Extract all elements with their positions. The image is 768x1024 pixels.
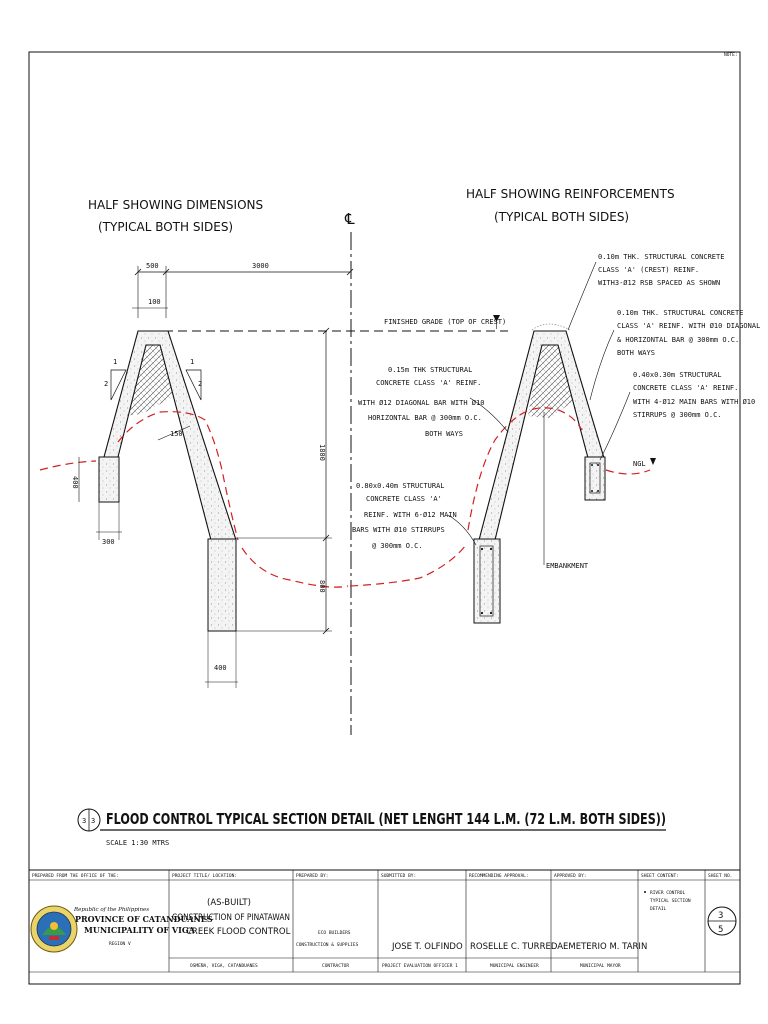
sheet-content-1: RIVER CONTROL <box>650 890 686 896</box>
office-line1: Republic of the Philippines <box>73 907 149 913</box>
svg-text:WITH Ø12 DIAGONAL BAR WITH Ø10: WITH Ø12 DIAGONAL BAR WITH Ø10 <box>358 399 484 407</box>
slope-left-v: 1 <box>113 358 117 366</box>
svg-text:& HORIZONTAL BAR @ 300mm O.C.: & HORIZONTAL BAR @ 300mm O.C. <box>617 336 739 344</box>
corner-note: NOTE: <box>724 52 738 58</box>
scale-text: SCALE 1:30 MTRS <box>106 839 169 847</box>
svg-text:CONCRETE CLASS 'A' REINF.: CONCRETE CLASS 'A' REINF. <box>376 379 481 387</box>
slope-left-h: 2 <box>104 380 108 388</box>
right-title-line1: HALF SHOWING REINFORCEMENTS <box>466 187 675 201</box>
dim-800: 800 <box>318 580 326 593</box>
office-line3: MUNICIPALITY OF VIGA <box>84 925 196 935</box>
left-half-dimensions: HALF SHOWING DIMENSIONS (TYPICAL BOTH SI… <box>39 198 508 688</box>
svg-text:CLASS 'A' REINF. WITH Ø10 DIAG: CLASS 'A' REINF. WITH Ø10 DIAGONAL <box>617 322 760 330</box>
svg-text:BOTH WAYS: BOTH WAYS <box>617 349 655 357</box>
svg-text:0.80x0.40m STRUCTURAL: 0.80x0.40m STRUCTURAL <box>356 482 445 490</box>
svg-text:0.10m THK. STRUCTURAL CONCRETE: 0.10m THK. STRUCTURAL CONCRETE <box>617 309 743 317</box>
embankment-label: EMBANKMENT <box>546 562 589 570</box>
ngl-label: NGL <box>633 460 646 468</box>
dim-footing-400: 400 <box>71 476 79 489</box>
toe-wall-right <box>473 538 501 624</box>
svg-text:CLASS 'A' (CREST) REINF.: CLASS 'A' (CREST) REINF. <box>598 266 699 274</box>
project-line3: CREEK FLOOD CONTROL <box>186 927 291 937</box>
footing-left <box>98 456 120 503</box>
toe-wall-left <box>207 538 237 632</box>
natural-ground-right <box>349 407 651 587</box>
submitted-role: PROJECT EVALUATION OFFICER 1 <box>382 963 458 969</box>
svg-text:BARS WITH Ø10 STIRRUPS: BARS WITH Ø10 STIRRUPS <box>352 526 445 534</box>
note-slope-right: 0.10m THK. STRUCTURAL CONCRETE CLASS 'A'… <box>589 309 760 401</box>
slope-right-h: 2 <box>198 380 202 388</box>
svg-text:REINF. WITH 6-Ø12 MAIN: REINF. WITH 6-Ø12 MAIN <box>364 511 457 519</box>
dim-500: 500 <box>146 262 159 270</box>
svg-text:WITH3-Ø12 RSB SPACED AS SHOWN: WITH3-Ø12 RSB SPACED AS SHOWN <box>598 279 720 287</box>
tb-h-recommending: RECOMMENDING APPROVAL: <box>469 873 529 879</box>
note-slope-left: 0.15m THK STRUCTURAL CONCRETE CLASS 'A' … <box>358 366 509 438</box>
tb-h-sheet-content: SHEET CONTENT: <box>641 873 679 879</box>
svg-text:0.10m THK. STRUCTURAL CONCRETE: 0.10m THK. STRUCTURAL CONCRETE <box>598 253 724 261</box>
slope-right-v: 1 <box>190 358 194 366</box>
tb-h-submitted-by: SUBMITTED BY: <box>381 873 416 879</box>
office-line4: REGION V <box>109 941 131 947</box>
municipal-seal-icon <box>30 905 78 953</box>
dim-3000: 3000 <box>252 262 269 270</box>
recommending-role: MUNICIPAL ENGINEER <box>490 963 539 969</box>
svg-text:HORIZONTAL BAR @ 300mm O.C.: HORIZONTAL BAR @ 300mm O.C. <box>368 414 482 422</box>
tb-h-approved: APPROVED BY: <box>554 873 587 879</box>
left-title-line1: HALF SHOWING DIMENSIONS <box>88 198 263 212</box>
note-footing-right: 0.40x0.30m STRUCTURAL CONCRETE CLASS 'A'… <box>599 371 755 461</box>
sheet-no-bottom: 5 <box>718 925 723 935</box>
prepared-line1: ECO BUILDERS <box>318 930 351 936</box>
sheet-no-top: 3 <box>718 911 723 921</box>
sheet-content-2: TYPICAL SECTION <box>650 898 691 904</box>
svg-text:@ 300mm O.C.: @ 300mm O.C. <box>372 542 423 550</box>
finished-grade-label: FINISHED GRADE (TOP OF CREST) <box>384 318 506 326</box>
footing-right <box>584 456 606 501</box>
approved-role: MUNICIPAL MAYOR <box>580 963 621 969</box>
dim-100: 100 <box>148 298 161 306</box>
note-crest: 0.10m THK. STRUCTURAL CONCRETE CLASS 'A'… <box>567 253 724 331</box>
svg-text:WITH 4-Ø12 MAIN BARS WITH Ø10: WITH 4-Ø12 MAIN BARS WITH Ø10 <box>633 398 755 406</box>
title-bubble-top: 3 <box>82 817 86 825</box>
tb-h-prepared-by: PREPARED BY: <box>296 873 329 879</box>
office-line2: PROVINCE OF CATANDUANES <box>75 914 213 924</box>
svg-text:0.15m THK STRUCTURAL: 0.15m THK STRUCTURAL <box>388 366 472 374</box>
project-location: OSMEÑA, VIGA, CATANDUANES <box>190 962 258 969</box>
tb-h-prepared-from: PREPARED FROM THE OFFICE OF THE: <box>32 873 119 879</box>
submitted-name: JOSE T. OLFINDO <box>391 942 463 952</box>
prepared-role: CONTRACTOR <box>322 963 349 969</box>
approved-name: EMETERIO M. TARIN <box>563 942 647 952</box>
right-title-line2: (TYPICAL BOTH SIDES) <box>494 210 629 224</box>
svg-text:0.40x0.30m STRUCTURAL: 0.40x0.30m STRUCTURAL <box>633 371 722 379</box>
note-toe: 0.80x0.40m STRUCTURAL CONCRETE CLASS 'A'… <box>352 482 477 550</box>
project-line2: CONSTRUCTION OF PINATAWAN <box>172 913 290 923</box>
svg-text:CONCRETE CLASS 'A': CONCRETE CLASS 'A' <box>366 495 442 503</box>
dim-toe-400: 400 <box>214 664 227 672</box>
natural-ground-left <box>39 411 349 588</box>
svg-text:STIRRUPS @ 300mm O.C.: STIRRUPS @ 300mm O.C. <box>633 411 722 419</box>
sheet-content-3: DETAIL <box>650 906 667 912</box>
left-title-line2: (TYPICAL BOTH SIDES) <box>98 220 233 234</box>
title-bubble-bottom: 3 <box>91 817 95 825</box>
dim-150: 150 <box>170 430 183 438</box>
tb-h-sheet-no: SHEET NO. <box>708 873 732 879</box>
title-block: PREPARED FROM THE OFFICE OF THE: PROJECT… <box>28 869 741 985</box>
right-half-reinforcements: HALF SHOWING REINFORCEMENTS (TYPICAL BOT… <box>349 187 760 624</box>
drawing-title: 3 3 FLOOD CONTROL TYPICAL SECTION DETAIL… <box>77 808 666 847</box>
svg-text:BOTH WAYS: BOTH WAYS <box>425 430 463 438</box>
dim-footing-300: 300 <box>102 538 115 546</box>
project-line1: (AS-BUILT) <box>207 898 251 908</box>
drawing-title-text: FLOOD CONTROL TYPICAL SECTION DETAIL (NE… <box>106 810 666 828</box>
centerline-symbol: ℄ <box>344 210 355 228</box>
prepared-line2: CONSTRUCTION & SUPPLIES <box>296 942 359 948</box>
svg-text:CONCRETE CLASS 'A' REINF.: CONCRETE CLASS 'A' REINF. <box>633 384 738 392</box>
tb-h-project: PROJECT TITLE/ LOCATION: <box>172 873 237 879</box>
recommending-name: ROSELLE C. TURREDA <box>470 942 563 952</box>
dim-1800: 1800 <box>318 444 326 461</box>
